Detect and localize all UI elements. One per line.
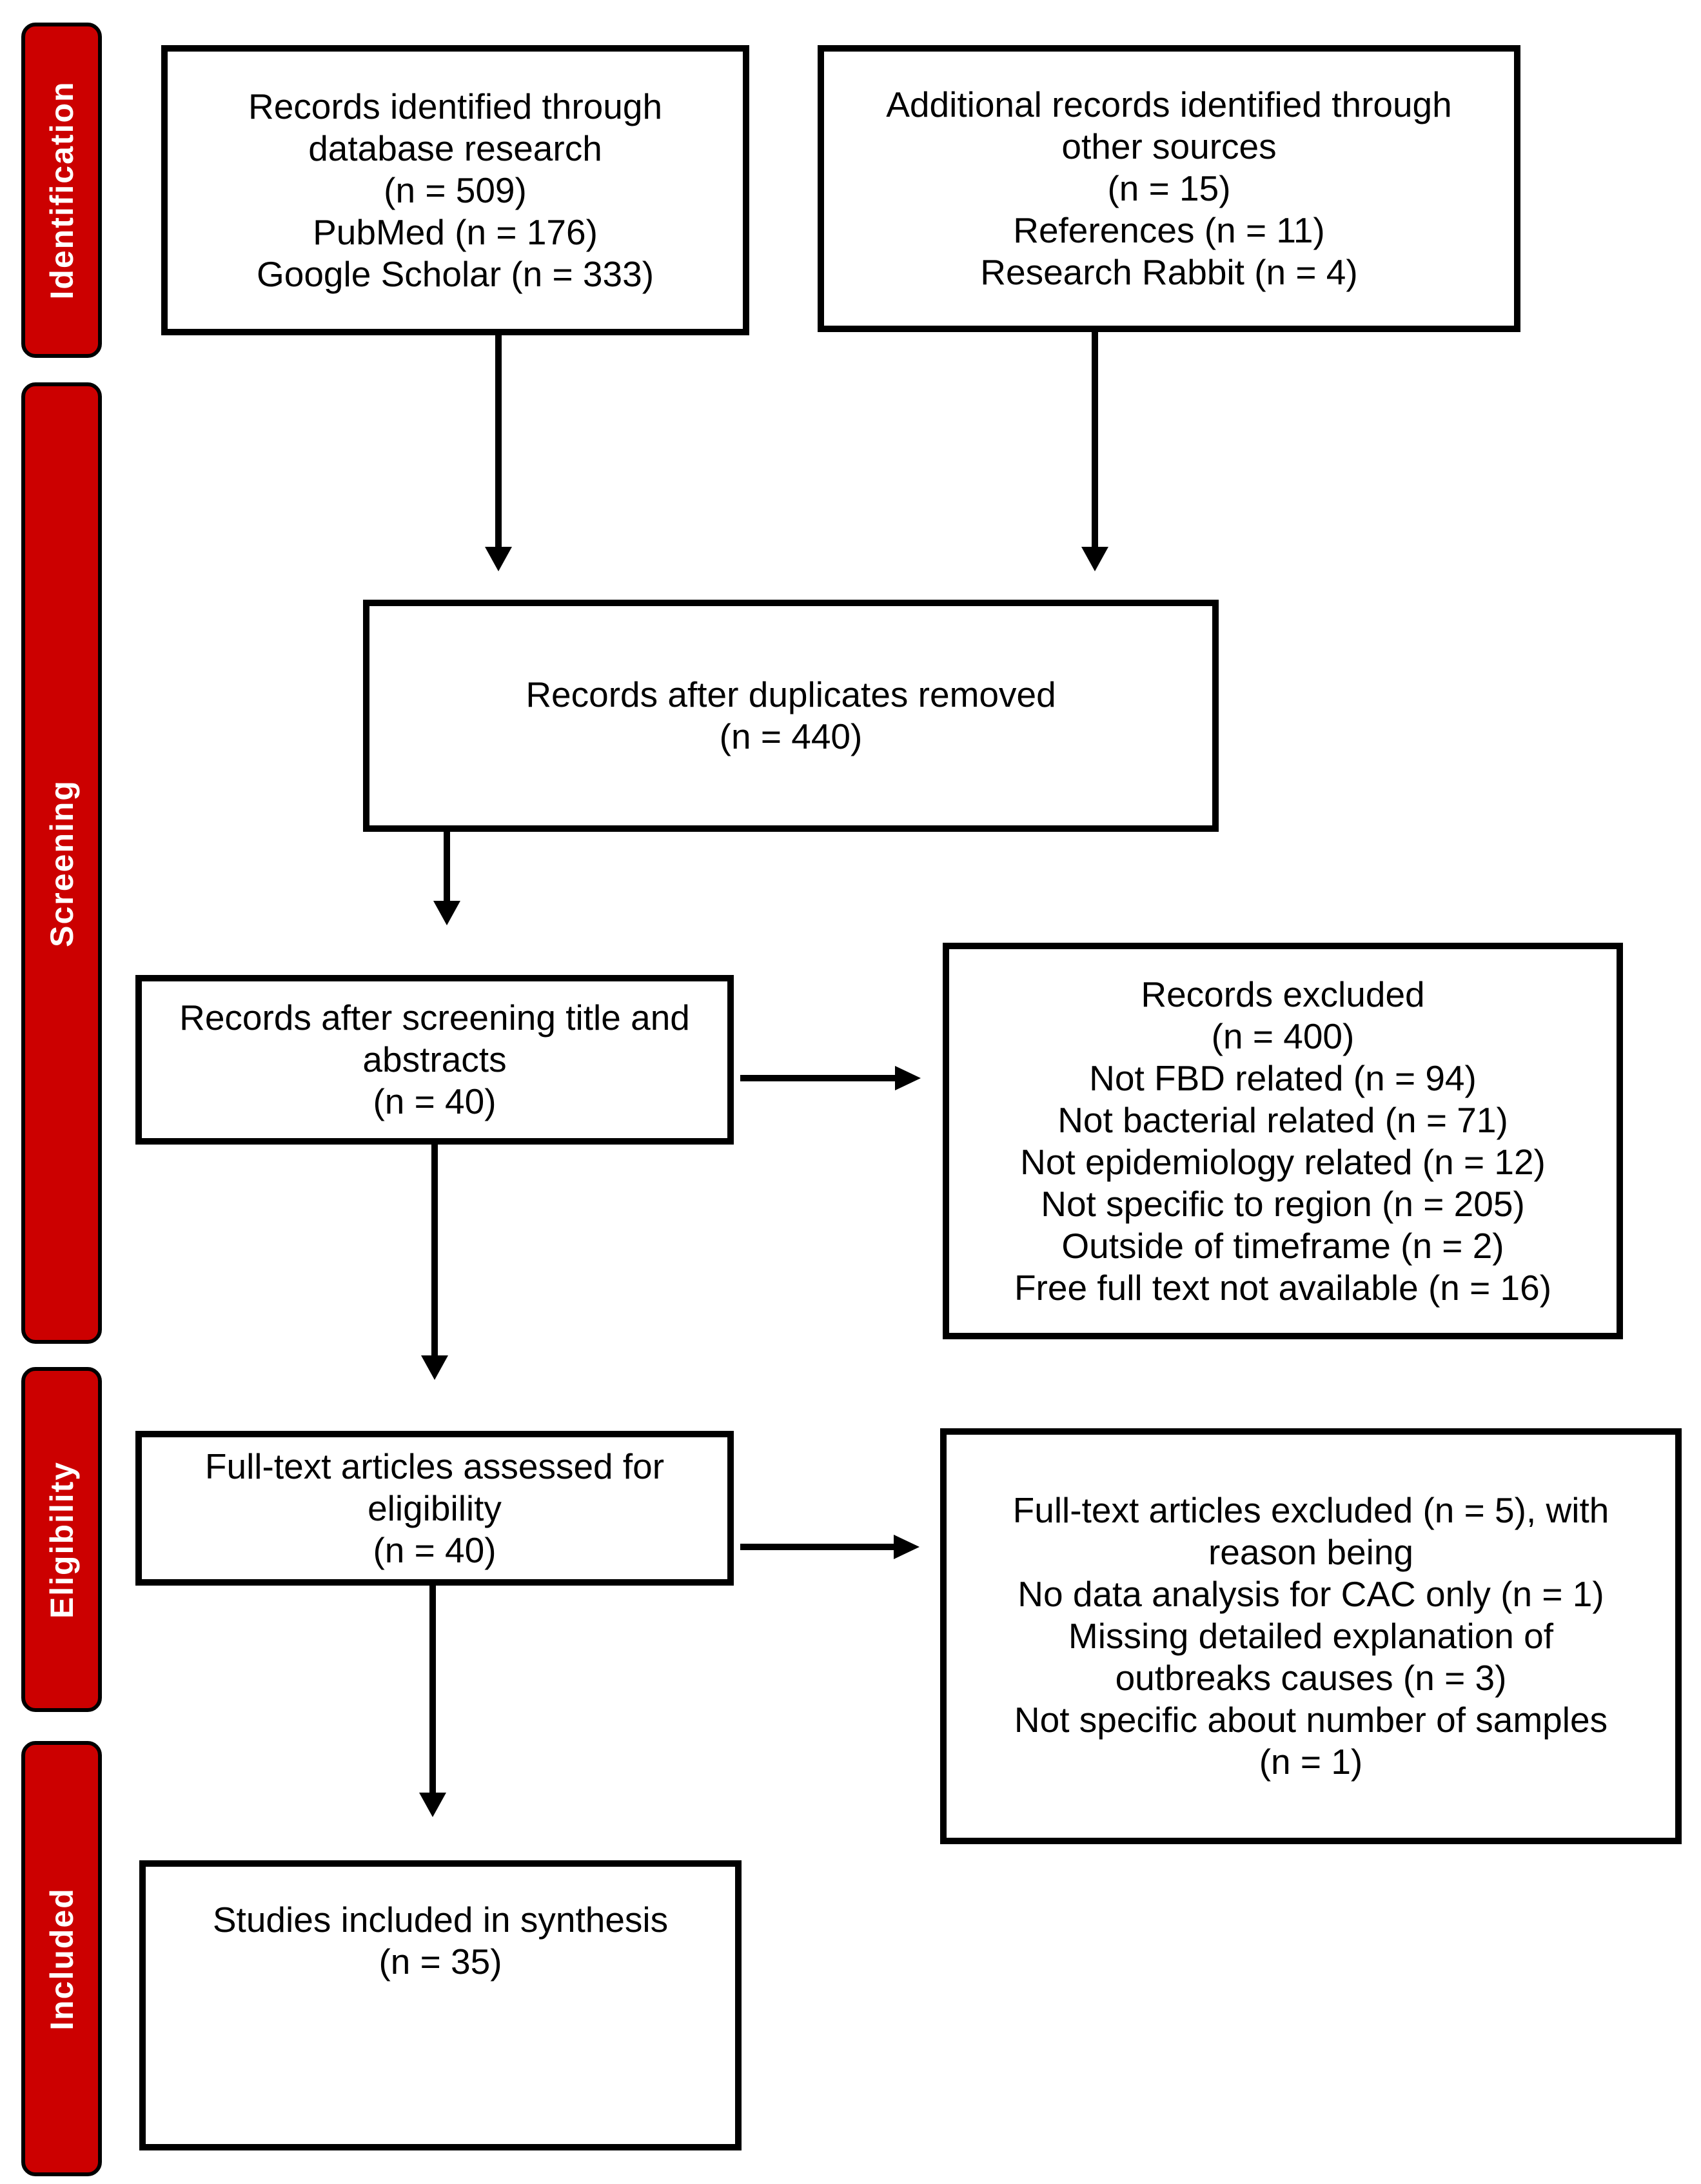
arrow-line-screening-to-records-excluded <box>740 1075 895 1081</box>
box-records-excluded: Records excluded (n = 400) Not FBD relat… <box>943 943 1623 1339</box>
arrow-line-other-sources-to-duplicates <box>1092 332 1098 547</box>
arrow-line-screening-to-eligibility <box>431 1145 438 1355</box>
arrow-down-icon <box>433 901 460 925</box>
sidebar-band-identification: Identification <box>21 23 102 358</box>
arrow-down-icon <box>419 1793 446 1817</box>
sidebar-band-screening: Screening <box>21 382 102 1344</box>
box-full-text-excluded: Full-text articles excluded (n = 5), wit… <box>940 1428 1682 1844</box>
box-records-after-duplicates-removed-text: Records after duplicates removed (n = 44… <box>526 674 1056 756</box>
arrow-right-icon <box>894 1535 919 1559</box>
arrow-right-icon <box>895 1066 921 1090</box>
box-full-text-assessed-text: Full-text articles assessed for eligibil… <box>204 1446 665 1570</box>
sidebar-band-eligibility: Eligibility <box>21 1367 102 1712</box>
box-additional-records-other-sources-text: Additional records identified through ot… <box>886 84 1452 292</box>
box-studies-included-synthesis-text: Studies included in synthesis (n = 35) <box>212 1900 669 1982</box>
box-full-text-excluded-text: Full-text articles excluded (n = 5), wit… <box>1012 1490 1609 1782</box>
sidebar-label-included: Included <box>43 1887 80 2031</box>
sidebar-label-eligibility: Eligibility <box>43 1461 80 1618</box>
arrow-down-icon <box>485 547 512 571</box>
box-full-text-assessed: Full-text articles assessed for eligibil… <box>135 1431 734 1586</box>
arrow-down-icon <box>421 1355 448 1380</box>
sidebar-band-included: Included <box>21 1741 102 2176</box>
arrow-line-duplicates-to-screening <box>444 832 450 901</box>
box-records-after-duplicates-removed: Records after duplicates removed (n = 44… <box>363 600 1219 832</box>
box-records-identified-database-text: Records identified through database rese… <box>248 86 663 294</box>
box-records-excluded-text: Records excluded (n = 400) Not FBD relat… <box>1014 974 1552 1308</box>
arrow-line-eligibility-to-included <box>429 1586 436 1793</box>
sidebar-label-screening: Screening <box>43 779 80 947</box>
arrow-line-database-to-duplicates <box>495 335 502 547</box>
box-records-identified-database: Records identified through database rese… <box>161 45 749 335</box>
box-studies-included-synthesis: Studies included in synthesis (n = 35) <box>139 1860 742 2150</box>
arrow-line-eligibility-to-full-text-excluded <box>740 1544 894 1550</box>
box-additional-records-other-sources: Additional records identified through ot… <box>818 45 1520 332</box>
sidebar-label-identification: Identification <box>43 81 80 300</box>
arrow-down-icon <box>1081 547 1108 571</box>
box-records-after-screening-text: Records after screening title and abstra… <box>179 998 690 1121</box>
box-records-after-screening: Records after screening title and abstra… <box>135 975 734 1145</box>
